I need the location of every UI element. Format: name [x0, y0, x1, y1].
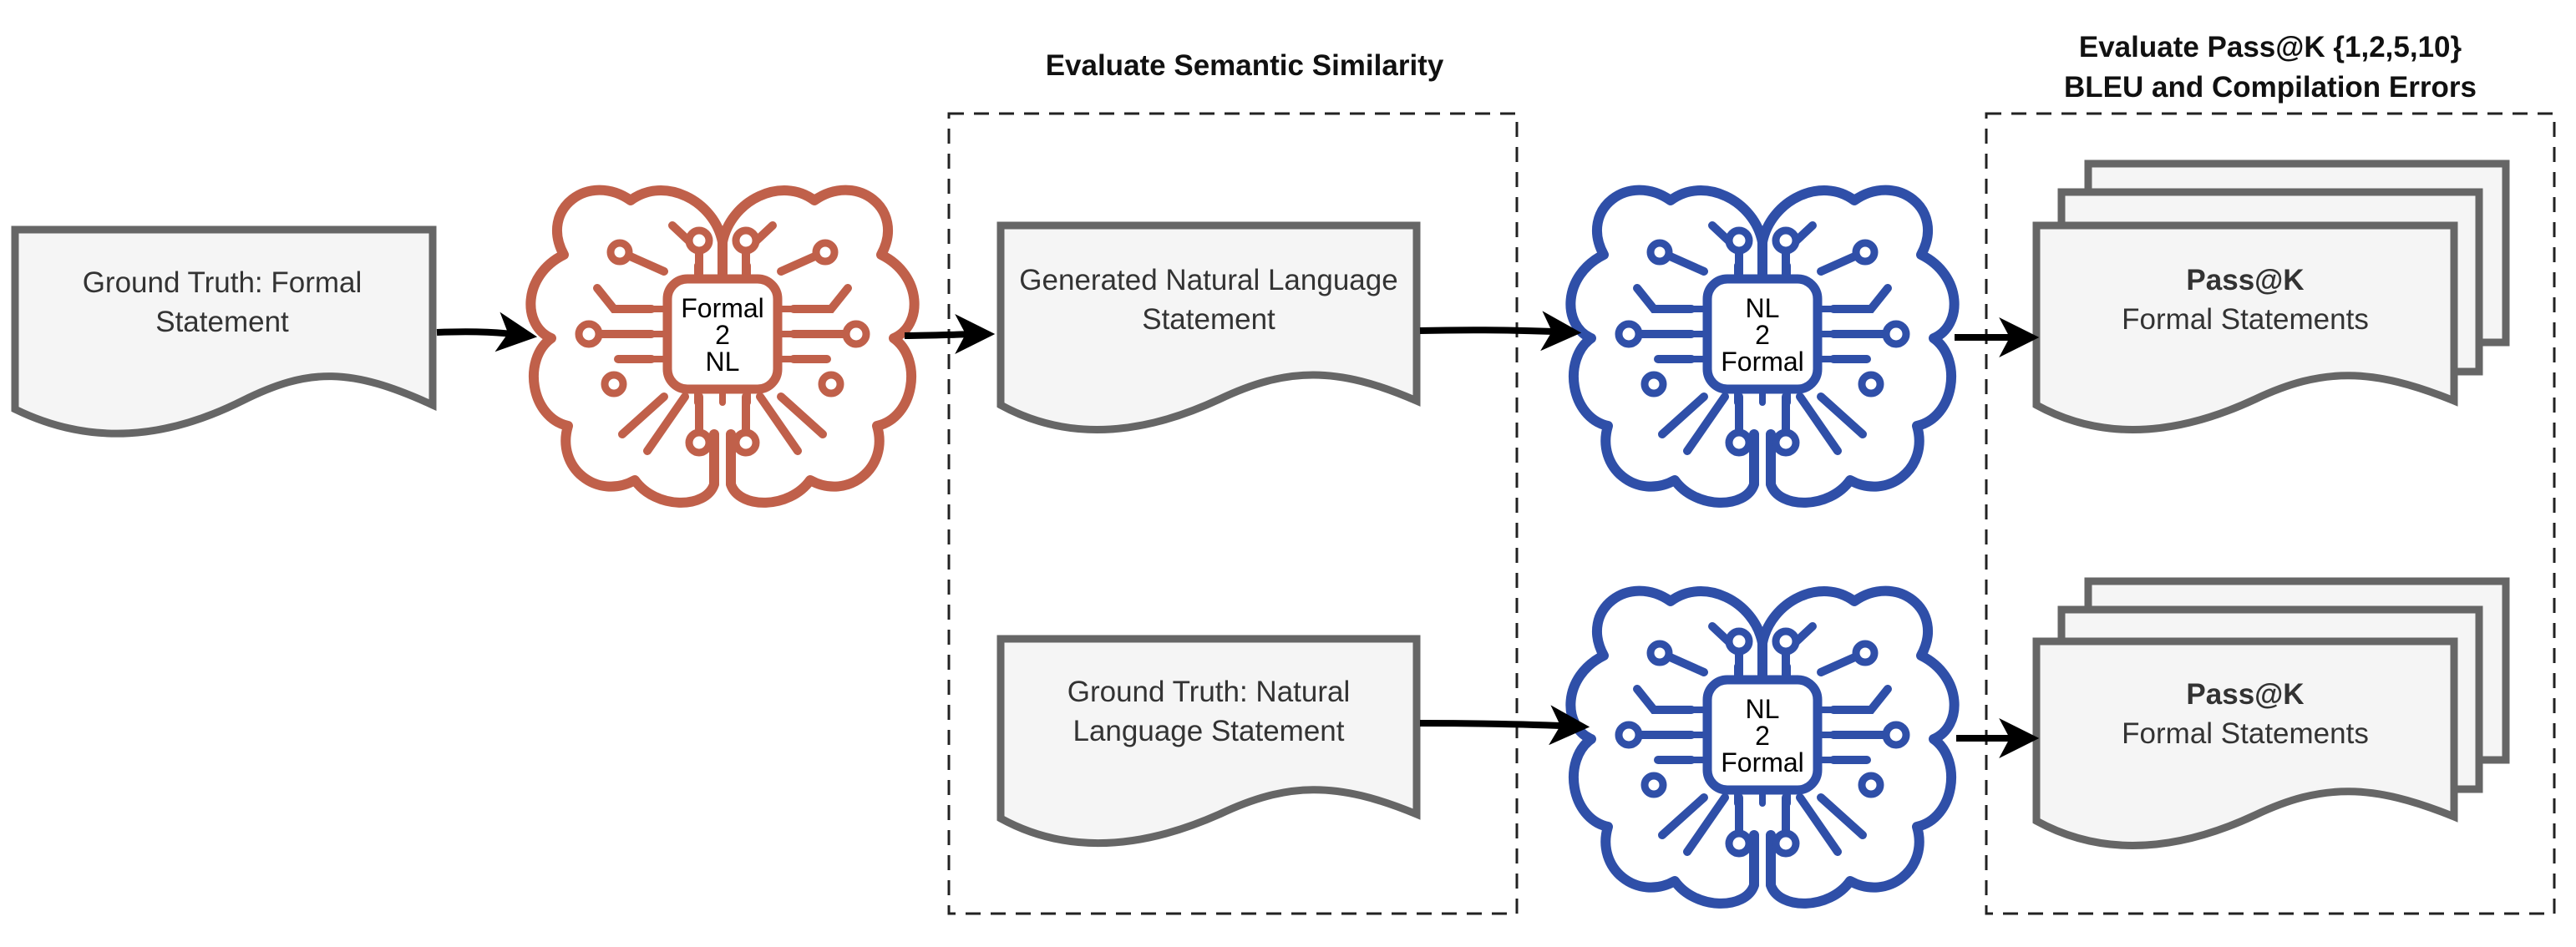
formal2nl-brain-icon: Formal 2 NL [530, 190, 914, 503]
nl2formal-bottom-line3: Formal [1721, 747, 1804, 777]
arrow-gt-formal-to-brain [436, 311, 538, 352]
nl2formal-top-line3: Formal [1721, 347, 1804, 377]
nl2formal-brain-top-icon: NL 2 Formal [1570, 190, 1954, 503]
arrow-gt-nl-to-brain [1419, 705, 1590, 746]
gt-formal-line2: Statement [155, 306, 289, 338]
passk-section-title-line1: Evaluate Pass@K {1,2,5,10} [2079, 31, 2462, 63]
passk-top-doc-stack: Pass@K Formal Statements [2032, 160, 2510, 433]
passk-top-line2: Formal Statements [2122, 303, 2369, 336]
passk-bottom-doc-stack: Pass@K Formal Statements [2032, 577, 2510, 849]
passk-evaluation-box [1985, 112, 2556, 915]
passk-bottom-line2: Formal Statements [2122, 717, 2369, 750]
formal2nl-line3: NL [706, 347, 740, 377]
semantic-similarity-box [947, 112, 1519, 915]
nl2formal-bottom-line1: NL [1746, 694, 1780, 724]
arrow-generated-nl-to-brain [1419, 311, 1582, 352]
formal2nl-line2: 2 [715, 320, 730, 350]
nl2formal-brain-bottom-icon: NL 2 Formal [1570, 591, 1954, 904]
generated-nl-line2: Statement [1142, 303, 1275, 336]
formal2nl-line1: Formal [681, 293, 764, 323]
nl2formal-bottom-line2: 2 [1755, 721, 1770, 751]
gt-formal-line1: Ground Truth: Formal [83, 266, 363, 299]
passk-bottom-line1: Pass@K [2186, 678, 2304, 711]
passk-top-line1: Pass@K [2186, 264, 2304, 296]
gt-formal-statement-doc: Ground Truth: Formal Statement [11, 225, 437, 438]
generated-nl-line1: Generated Natural Language [1019, 264, 1397, 296]
nl2formal-top-line2: 2 [1755, 320, 1770, 350]
generated-nl-statement-doc: Generated Natural Language Statement [996, 221, 1421, 433]
passk-section-title-line2: BLEU and Compilation Errors [2064, 71, 2477, 104]
nl2formal-top-line1: NL [1746, 293, 1780, 323]
gt-nl-line1: Ground Truth: Natural [1067, 676, 1351, 708]
gt-nl-line2: Language Statement [1073, 715, 1345, 747]
arrow-brain-to-generated-nl [904, 314, 996, 355]
gt-nl-statement-doc: Ground Truth: Natural Language Statement [996, 635, 1421, 848]
semantic-section-title: Evaluate Semantic Similarity [1046, 49, 1444, 82]
